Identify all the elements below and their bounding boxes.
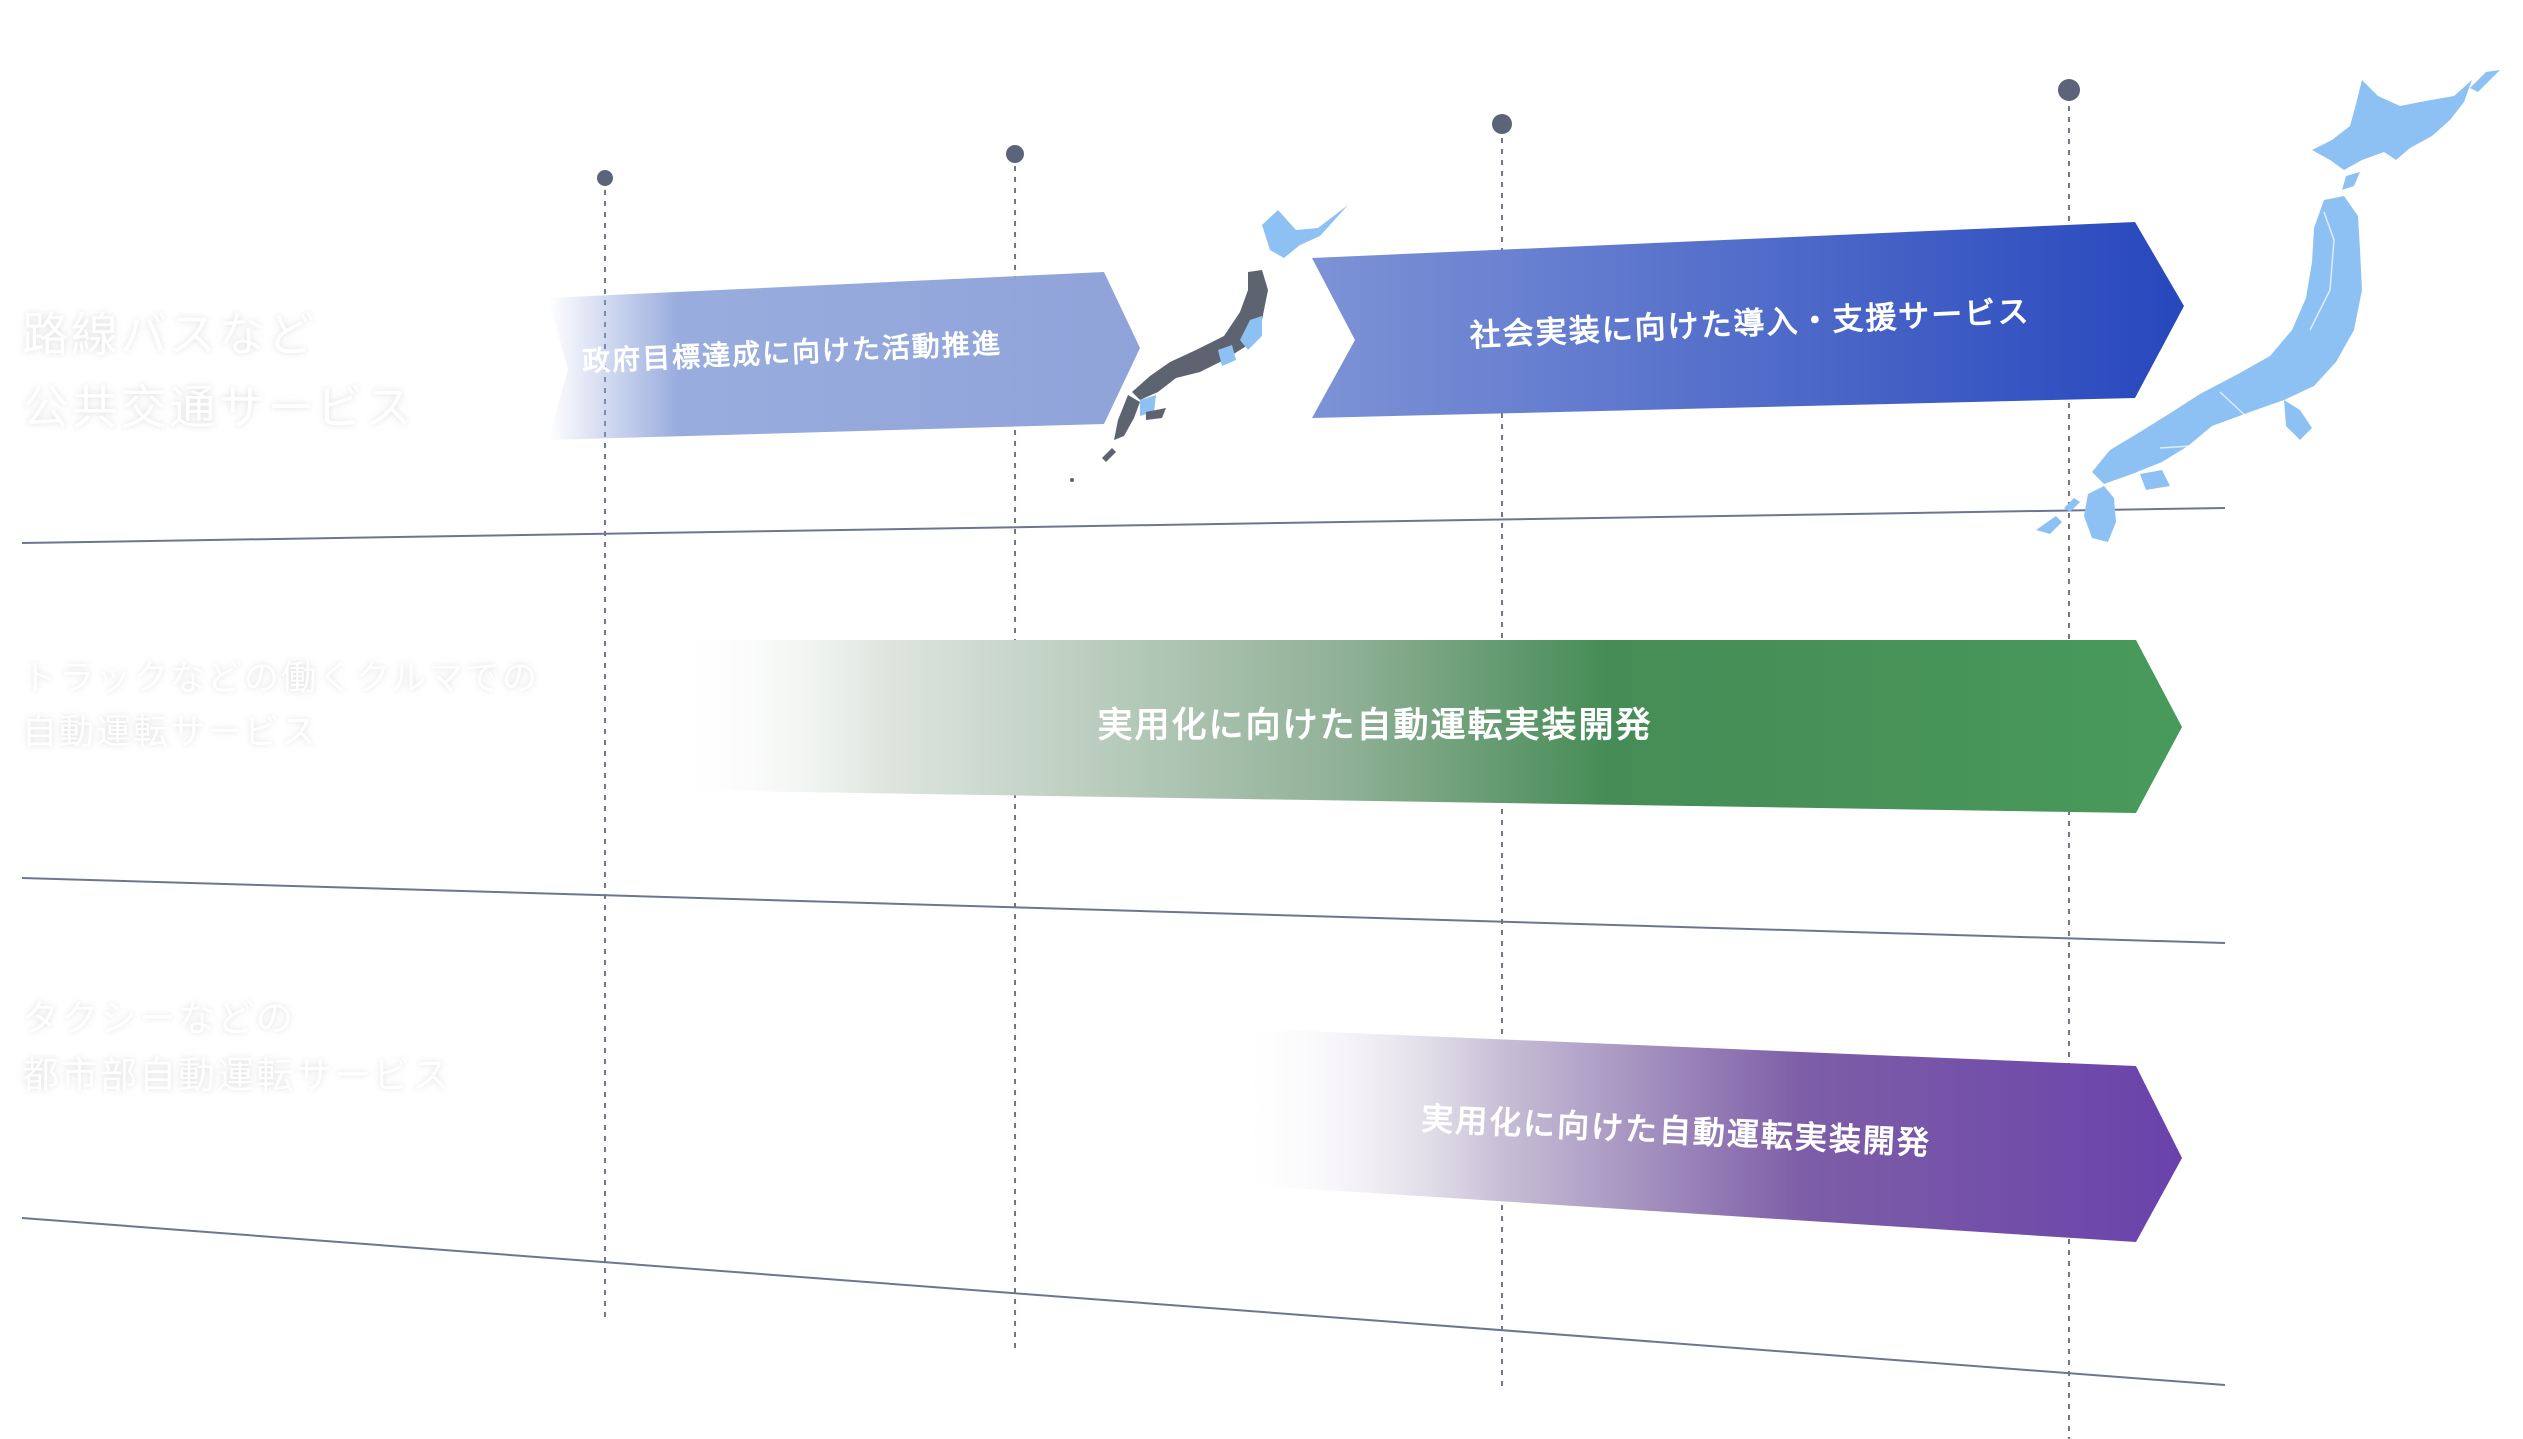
row-divider bbox=[21, 877, 2226, 944]
row-label-public-transit: 路線バスなど 公共交通サービス bbox=[22, 300, 414, 446]
row-label-line: 自動運転サービス bbox=[22, 713, 319, 754]
timeline-marker bbox=[1006, 145, 1024, 1350]
japan-map-icon bbox=[1070, 205, 1348, 482]
row-divider bbox=[21, 507, 2226, 544]
row-label-urban-taxi: タクシーなどの 都市部自動運転サービス bbox=[22, 990, 451, 1105]
row-label-line: トラックなどの働くクルマでの bbox=[22, 659, 539, 699]
row-label-line: 都市部自動運転サービス bbox=[22, 1054, 451, 1098]
arrow-truck-development: 実用化に向けた自動運転実装開発 bbox=[668, 640, 2182, 813]
arrow-gov-activities: 政府目標達成に向けた活動推進 bbox=[548, 272, 1140, 440]
arrow-label: 実用化に向けた自動運転実装開発 bbox=[1097, 706, 1652, 746]
arrow-taxi-development: 実用化に向けた自動運転実装開発 bbox=[1232, 1028, 2182, 1242]
japan-map-icon bbox=[2036, 70, 2500, 542]
row-label-line: 路線バスなど bbox=[22, 308, 316, 363]
arrow-social-service: 社会実装に向けた導入・支援サービス bbox=[1312, 222, 2184, 418]
row-divider bbox=[21, 1217, 2226, 1386]
row-label-line: 公共交通サービス bbox=[22, 380, 414, 436]
row-label-work-vehicles: トラックなどの働くクルマでの 自動運転サービス bbox=[22, 652, 539, 761]
row-label-line: タクシーなどの bbox=[22, 997, 295, 1040]
